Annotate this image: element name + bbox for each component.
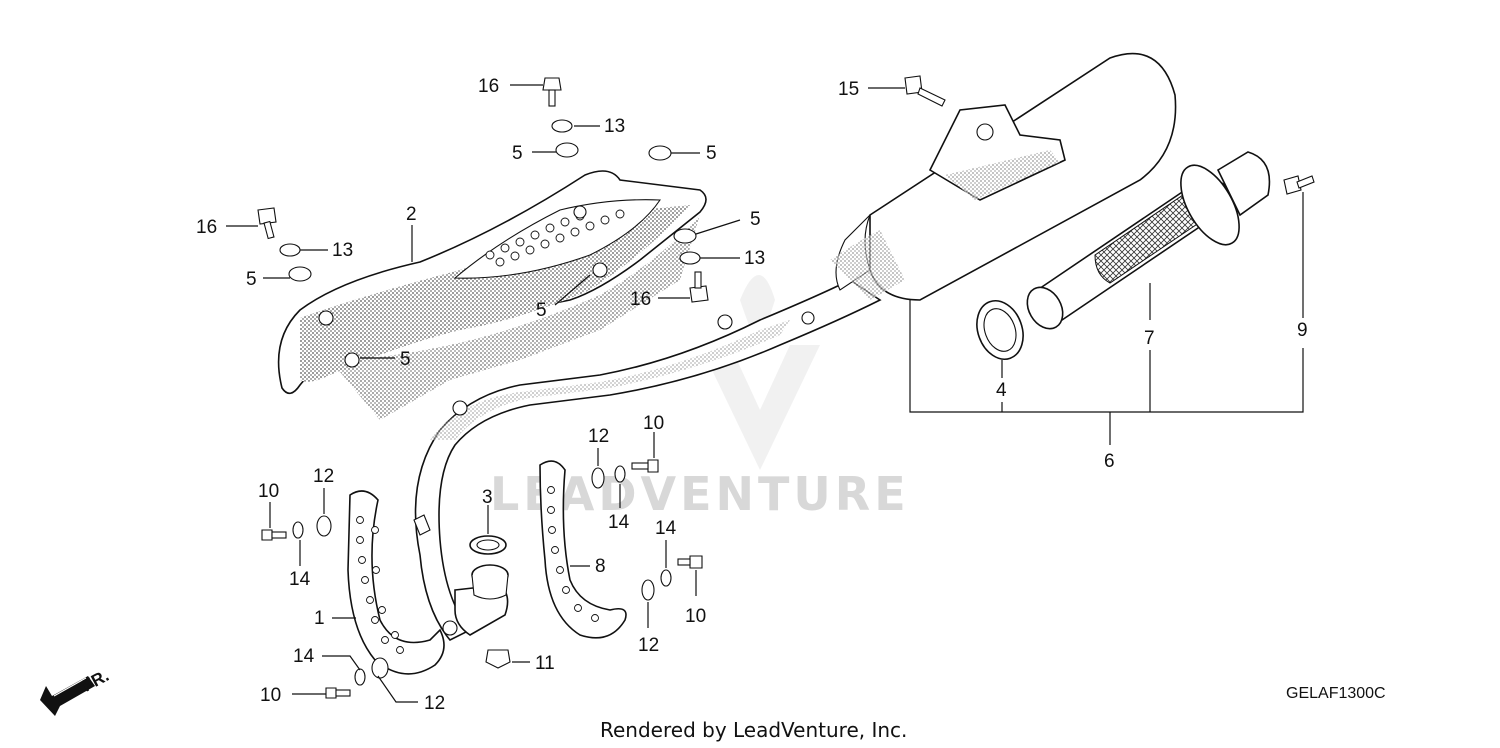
callout-13: 13 (744, 248, 765, 269)
callout-10: 10 (643, 413, 664, 434)
callout-9: 9 (1297, 320, 1308, 341)
muffler (830, 52, 1177, 301)
spark-arrester (1026, 151, 1271, 330)
callout-13: 13 (604, 116, 625, 137)
gasket-ring (976, 300, 1024, 360)
callout-5: 5 (750, 209, 761, 230)
callout-5: 5 (536, 300, 547, 321)
callout-7: 7 (1144, 328, 1155, 349)
callout-2: 2 (406, 204, 417, 225)
diagram-code: GELAF1300C (1286, 685, 1386, 702)
callout-6: 6 (1104, 451, 1115, 472)
callout-13: 13 (332, 240, 353, 261)
callout-10: 10 (258, 481, 279, 502)
callout-12: 12 (588, 426, 609, 447)
callout-14: 14 (293, 646, 315, 667)
callout-5: 5 (400, 349, 411, 370)
callout-5: 5 (706, 143, 717, 164)
callout-1: 1 (314, 608, 325, 629)
callout-10: 10 (685, 606, 706, 627)
callout-14: 14 (289, 569, 311, 590)
footer-credit: Rendered by LeadVenture, Inc. (600, 718, 907, 742)
exhaust-gasket (469, 535, 507, 555)
callout-12: 12 (638, 635, 659, 656)
callout-16: 16 (630, 289, 651, 310)
callout-12: 12 (313, 466, 334, 487)
callout-12: 12 (424, 693, 445, 714)
callout-5: 5 (246, 269, 257, 290)
callout-16: 16 (196, 217, 217, 238)
callout-14: 14 (608, 512, 630, 533)
watermark-logo (700, 275, 820, 470)
fasteners (257, 75, 1315, 699)
callout-4: 4 (996, 380, 1007, 401)
callout-15: 15 (838, 79, 859, 100)
leader-lines (226, 84, 1304, 703)
callout-14: 14 (655, 518, 677, 539)
callout-8: 8 (595, 556, 606, 577)
callout-10: 10 (260, 685, 281, 706)
heat-shield-lower-right (539, 460, 627, 639)
callout-5: 5 (512, 143, 523, 164)
front-direction-arrow: FR. (40, 666, 112, 716)
exhaust-pipe (413, 279, 882, 641)
callout-3: 3 (482, 487, 493, 508)
heat-shield-lower-left (347, 490, 445, 675)
heat-shield-upper (277, 170, 707, 420)
callout-11: 11 (535, 653, 555, 674)
callout-numbers: 16 13 5 5 15 16 2 13 5 5 13 16 5 5 7 9 4… (196, 76, 1308, 714)
callout-16: 16 (478, 76, 499, 97)
